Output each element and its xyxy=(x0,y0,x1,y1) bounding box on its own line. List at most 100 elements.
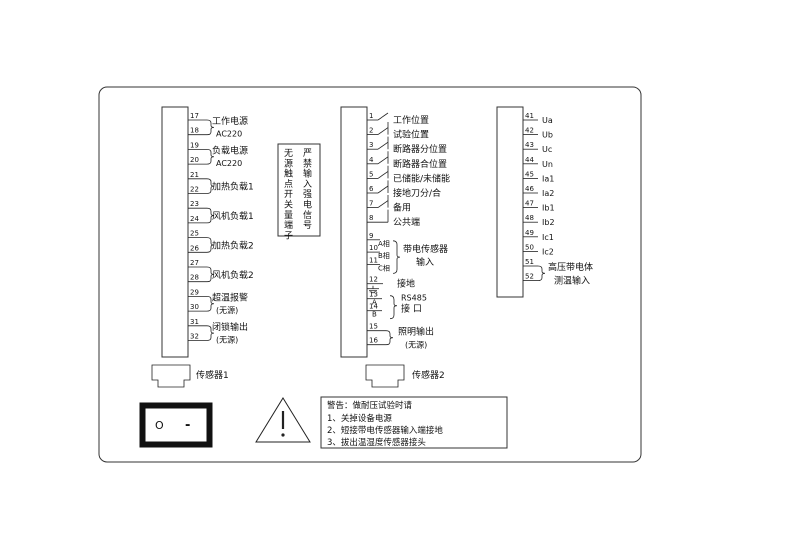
middle-terminal-number: 15 xyxy=(369,323,378,331)
left-pair-label: 超温报警 xyxy=(212,291,248,303)
rs485-pin-label: A xyxy=(372,299,377,307)
middle-terminal-label: 已储能/未储能 xyxy=(393,172,450,184)
right-terminal-number: 47 xyxy=(525,200,534,208)
middle-terminal-label: 工作位置 xyxy=(393,114,429,126)
middle-terminal-number: 3 xyxy=(369,141,373,149)
left-pair-brace xyxy=(206,207,215,224)
left-pair-label: 加热负载2 xyxy=(212,239,254,251)
right-terminal-label: Un xyxy=(542,160,553,169)
middle-terminal-number: 4 xyxy=(369,156,374,164)
middle-terminal-number: 8 xyxy=(369,214,373,222)
middle-terminal-number: 5 xyxy=(369,170,373,178)
left-terminal-number: 17 xyxy=(190,112,199,120)
middle-terminal-number: 12 xyxy=(369,276,378,284)
switch-off-label: O xyxy=(155,419,164,432)
left-pair-brace xyxy=(206,119,215,136)
left-pair-brace xyxy=(206,266,215,283)
sensor-brace xyxy=(392,240,401,274)
left-terminal-number: 26 xyxy=(190,244,199,252)
contact-switch xyxy=(377,185,389,194)
middle-terminal-number: 9 xyxy=(369,232,373,240)
left-terminal-number: 28 xyxy=(190,274,199,282)
right-terminal-label: Ua xyxy=(542,116,553,125)
right-terminal-label: Uc xyxy=(542,145,552,154)
rs485-brace xyxy=(389,295,398,320)
left-pair-sublabel: AC220 xyxy=(216,130,242,139)
right-terminal-label: Ub xyxy=(542,131,553,140)
contact-switch xyxy=(377,200,389,208)
right-terminal-number: 41 xyxy=(525,112,534,120)
middle-terminal-label: 断路器合位置 xyxy=(393,158,447,170)
left-terminal-number: 20 xyxy=(190,156,199,164)
middle-terminal-label: 公共端 xyxy=(393,216,420,228)
warning-title: 警告：做耐压试验时请 xyxy=(327,400,413,411)
left-terminal-number: 25 xyxy=(190,230,199,238)
right-terminal-label: Ib1 xyxy=(542,204,555,213)
left-terminal-number: 29 xyxy=(190,288,199,296)
sensor1-connector-icon xyxy=(151,364,191,388)
warning-item-3: 3、拔出温湿度传感器接头 xyxy=(327,437,426,448)
right-terminal-label: Ib2 xyxy=(542,218,555,227)
rs485-label: RS485 xyxy=(401,294,427,303)
warning-triangle-icon xyxy=(255,397,311,443)
contact-switch xyxy=(377,156,389,165)
right-terminal-number: 44 xyxy=(525,156,534,164)
contact-switch xyxy=(377,141,389,150)
light-brace xyxy=(385,330,394,346)
left-pair-label: 负载电源 xyxy=(212,144,248,156)
left-pair-label: 工作电源 xyxy=(212,115,248,127)
switch-on-label: - xyxy=(185,418,190,433)
middle-terminal-strip xyxy=(340,106,368,358)
left-terminal-number: 22 xyxy=(190,186,199,194)
right-terminal-number: 46 xyxy=(525,185,534,193)
sensor1-label: 传感器1 xyxy=(196,369,229,381)
power-switch[interactable]: O - xyxy=(139,402,213,448)
rs485-sublabel: 接 口 xyxy=(401,303,422,315)
right-terminal-number: 48 xyxy=(525,214,534,222)
right-terminal-number: 45 xyxy=(525,170,534,178)
middle-terminal-number: 10 xyxy=(369,244,378,252)
vertical-note-col1: 无源触点开关量端子 xyxy=(284,148,293,241)
light-output-label: 照明输出 xyxy=(398,326,434,338)
right-terminal-label: Ia2 xyxy=(542,189,554,198)
middle-terminal-number: 1 xyxy=(369,112,373,120)
left-pair-brace xyxy=(206,149,215,165)
left-terminal-number: 18 xyxy=(190,127,199,135)
left-terminal-number: 21 xyxy=(190,171,199,179)
left-terminal-number: 30 xyxy=(190,303,199,311)
contact-switch xyxy=(377,127,389,135)
middle-terminal-label: 断路器分位置 xyxy=(393,143,447,155)
middle-terminal-number: 7 xyxy=(369,200,373,208)
left-pair-brace xyxy=(206,325,215,341)
left-pair-label: 加热负载1 xyxy=(212,181,254,193)
left-pair-sublabel: (无源) xyxy=(216,306,238,315)
phase-label: B相 xyxy=(378,251,390,260)
left-pair-sublabel: AC220 xyxy=(216,159,242,168)
left-terminal-number: 31 xyxy=(190,318,199,326)
left-pair-sublabel: (无源) xyxy=(216,336,238,345)
left-terminal-number: 24 xyxy=(190,215,199,223)
phase-label: C相 xyxy=(378,263,390,272)
vertical-note-box xyxy=(277,143,321,237)
middle-terminal-number: 2 xyxy=(369,127,373,135)
left-terminal-number: 23 xyxy=(190,200,199,208)
sensor2-label: 传感器2 xyxy=(412,369,445,381)
left-pair-brace xyxy=(206,178,215,194)
rs485-pin-label: B xyxy=(372,311,377,319)
right-pair-brace xyxy=(537,265,546,281)
warning-item-1: 1、关掉设备电源 xyxy=(327,413,392,424)
left-pair-label: 闭锁输出 xyxy=(212,321,248,333)
vertical-note-col2: 严禁输入强电信号 xyxy=(303,148,312,231)
middle-terminal-number: 6 xyxy=(369,185,374,193)
middle-terminal-label: 备用 xyxy=(393,202,411,214)
left-pair-brace xyxy=(206,296,215,312)
right-terminal-number: 42 xyxy=(525,127,534,135)
right-group-sublabel: 测温输入 xyxy=(554,275,590,287)
right-terminal-label: Ic1 xyxy=(542,233,554,242)
warning-box xyxy=(320,396,508,449)
right-terminal-number: 51 xyxy=(525,258,534,266)
